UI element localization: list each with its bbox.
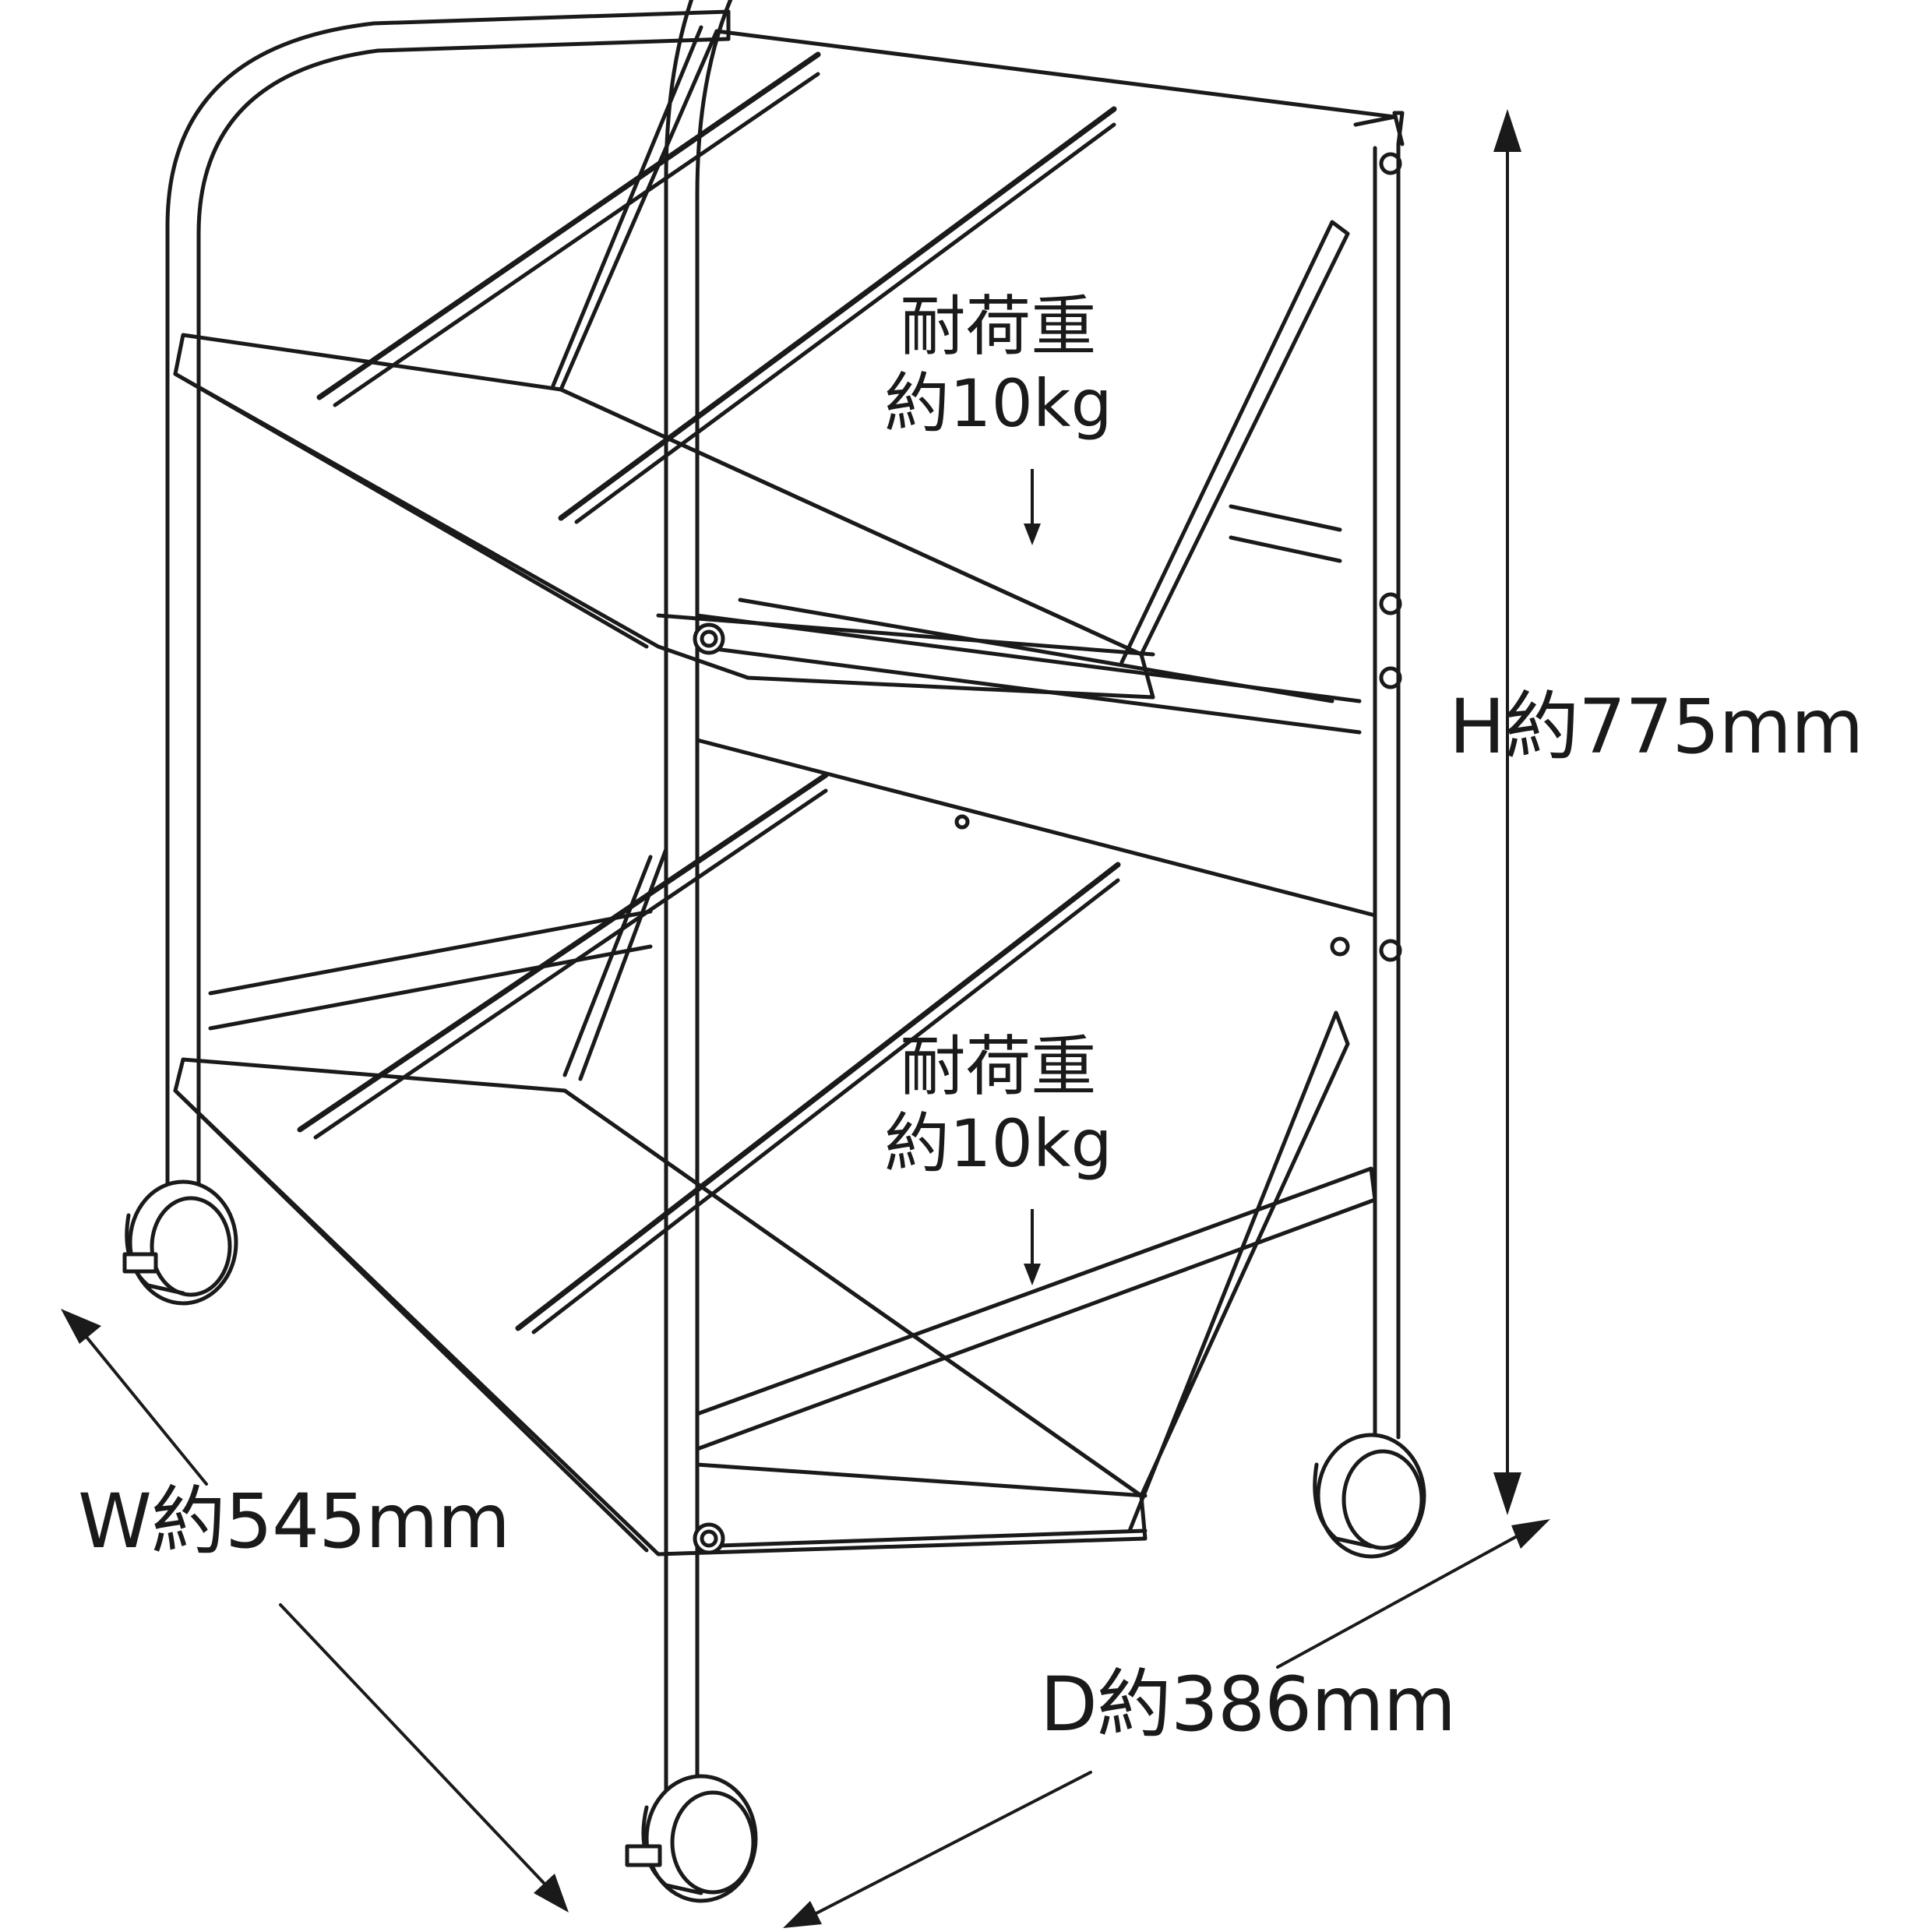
rear-right-post [1229, 111, 1405, 1440]
arrowhead-downleft-icon [783, 1901, 822, 1928]
front-brace-upper [693, 613, 1377, 918]
width-label: W約545mm [78, 1478, 510, 1565]
top-shelf-load-title: 耐荷重 [900, 288, 1097, 365]
width-dimension-arrow [61, 1309, 569, 1913]
depth-dimension-arrow [783, 1519, 1550, 1928]
rear-left-frame [165, 9, 731, 1186]
caster-rear-right [1313, 1433, 1426, 1559]
top-shelf-load-value: 約10kg [884, 365, 1112, 442]
arrowhead-downright-icon [534, 1874, 569, 1913]
bottom-shelf-load-value: 約10kg [884, 1105, 1112, 1183]
top-shelf-arrow-down-icon [1024, 469, 1041, 545]
arrowhead-down-icon [1493, 1472, 1521, 1515]
front-right-frame [664, 0, 1405, 1794]
height-label: H約775mm [1449, 683, 1863, 770]
bottom-shelf-rods [297, 772, 1121, 1334]
caster-rear-left [122, 1179, 238, 1306]
caster-front [625, 1774, 758, 1903]
top-shelf-tray [173, 220, 1350, 703]
front-brace-lower [693, 1166, 1377, 1555]
bottom-shelf-tray [173, 1010, 1350, 1557]
bottom-shelf-arrow-down-icon [1024, 1209, 1041, 1285]
bottom-shelf-back-panel [208, 814, 1350, 1081]
depth-label: D約386mm [1040, 1661, 1456, 1748]
height-dimension-arrow [1493, 109, 1521, 1515]
arrowhead-upright-icon [1511, 1519, 1550, 1549]
bottom-shelf-load-label: 耐荷重 約10kg [884, 1028, 1112, 1183]
arrowhead-up-icon [1493, 109, 1521, 152]
arrowhead-upleft-icon [61, 1309, 101, 1344]
top-shelf-load-label: 耐荷重 約10kg [884, 288, 1112, 442]
bottom-shelf-load-title: 耐荷重 [900, 1028, 1097, 1105]
